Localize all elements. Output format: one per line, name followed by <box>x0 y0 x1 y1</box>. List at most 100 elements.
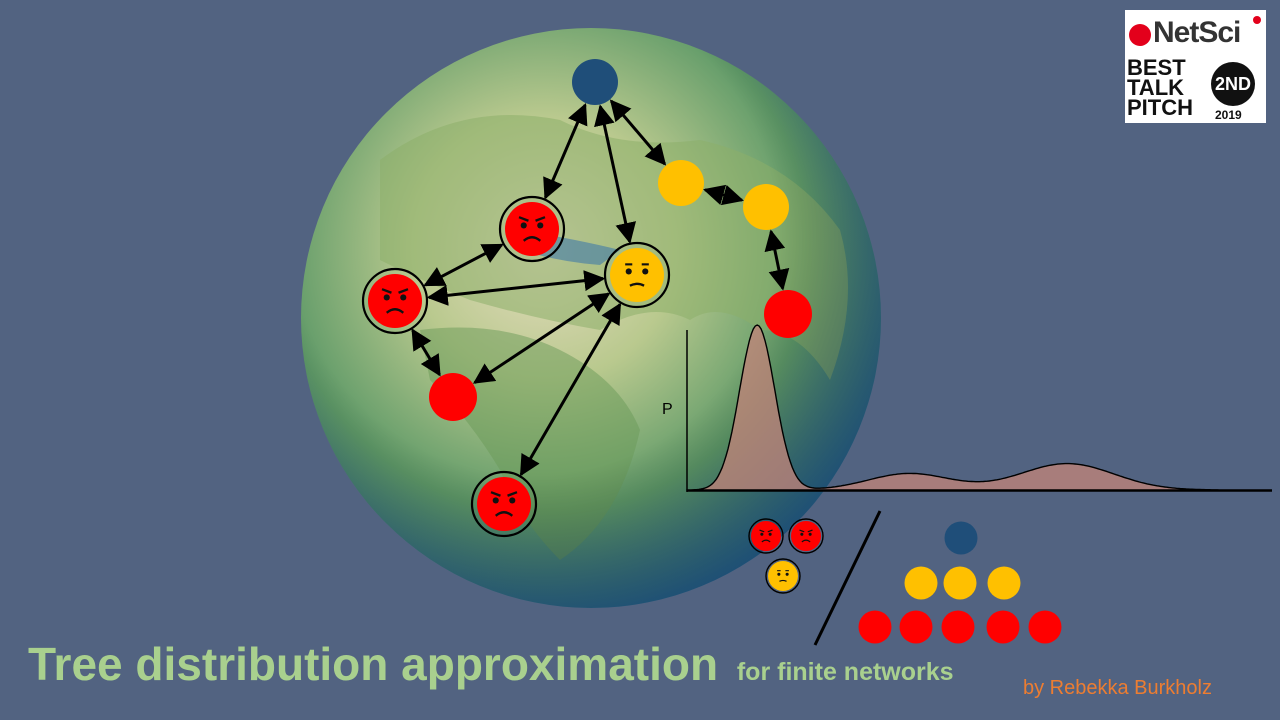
face-brow-right <box>807 529 813 533</box>
face-eye-left <box>520 222 527 229</box>
legend-node-failed-angry <box>748 518 784 554</box>
face-brow-left <box>759 529 765 533</box>
award-line-3: PITCH <box>1127 95 1193 120</box>
face-brow-right <box>535 216 546 222</box>
face-eye-right <box>537 222 544 229</box>
author-credit: by Rebekka Burkholz <box>1023 677 1212 699</box>
face-eye-left <box>777 572 781 576</box>
legend-node-failed <box>858 610 892 644</box>
legend-ring <box>748 518 784 554</box>
node-body <box>505 202 559 256</box>
edge-a-g <box>609 99 667 166</box>
distribution-plot: P <box>662 324 1272 492</box>
node-body <box>368 274 422 328</box>
face-brow-right <box>507 491 518 497</box>
separator-line <box>813 510 882 646</box>
netsci-logo: NetSci BEST TALK PITCH 2ND 2019 <box>1125 10 1266 123</box>
network-node-d <box>603 241 671 309</box>
network-node-f <box>470 470 538 538</box>
network-edges <box>411 99 790 477</box>
network-node-a <box>572 59 618 105</box>
node-body <box>610 248 664 302</box>
node-ring <box>603 241 671 309</box>
slide-title: Tree distribution approximation for fini… <box>28 636 954 700</box>
node-ring <box>498 195 566 263</box>
legend-node-failed-angry <box>788 518 824 554</box>
node-ring <box>361 267 429 335</box>
face-mouth <box>761 539 771 543</box>
legend-node-failed <box>941 610 975 644</box>
network-node-b <box>498 195 566 263</box>
logo-dot <box>1129 24 1151 46</box>
network-node-g <box>658 160 704 206</box>
face-mouth <box>801 539 811 543</box>
node-body <box>764 290 812 338</box>
legend-left-group <box>748 518 824 594</box>
logo-dot-small <box>1253 16 1261 24</box>
edge-g-h <box>703 184 744 206</box>
edge-d-f <box>519 302 622 477</box>
node-body <box>477 477 531 531</box>
edge-a-d <box>594 104 637 244</box>
edge-a-b <box>543 103 588 200</box>
legend-node-warning-worried <box>765 558 801 594</box>
legend-ring <box>765 558 801 594</box>
node-ring <box>470 470 538 538</box>
face-mouth <box>385 308 405 314</box>
legend-node-warning <box>987 566 1021 600</box>
network-nodes <box>361 59 812 538</box>
face-eye-left <box>625 268 632 275</box>
legend-ring <box>788 518 824 554</box>
edge-c-d <box>426 270 606 306</box>
title-sub: for finite networks <box>736 658 954 686</box>
edge-h-i <box>764 229 790 291</box>
legend-body <box>768 561 798 591</box>
face-eye-right <box>509 497 516 504</box>
logo-award: BEST TALK PITCH <box>1127 55 1207 120</box>
logo-year: 2019 <box>1215 108 1242 122</box>
award-line-2: TALK <box>1127 75 1185 100</box>
face-eye-right <box>808 532 812 536</box>
award-line-1: BEST <box>1127 55 1186 80</box>
legend-right-group <box>858 521 1062 644</box>
face-brow-left <box>799 529 805 533</box>
distribution-area <box>686 324 1272 491</box>
face-mouth <box>522 236 542 242</box>
face-eye-left <box>492 497 499 504</box>
node-body <box>743 184 789 230</box>
network-node-e <box>429 373 477 421</box>
node-body <box>658 160 704 206</box>
face-eye-right <box>642 268 649 275</box>
legend-node-failed <box>1028 610 1062 644</box>
node-body <box>572 59 618 105</box>
y-axis-label: P <box>662 401 673 418</box>
legend-body <box>751 521 781 551</box>
face-eye-left <box>800 532 804 536</box>
legend-node-failed <box>899 610 933 644</box>
face-eye-right <box>768 532 772 536</box>
face-mouth <box>629 282 645 287</box>
face-eye-right <box>785 572 789 576</box>
legend-body <box>791 521 821 551</box>
node-body <box>429 373 477 421</box>
legend-node-healthy <box>944 521 978 555</box>
face-eye-right <box>400 294 407 301</box>
logo-rank-badge: 2ND <box>1211 62 1255 106</box>
face-brow-right <box>398 288 409 294</box>
title-main: Tree distribution approximation <box>28 638 719 690</box>
edge-c-e <box>411 328 441 377</box>
face-brow-left <box>490 491 501 497</box>
state-legend <box>748 510 1062 646</box>
face-brow-left <box>381 288 392 294</box>
face-brow-right <box>767 529 773 533</box>
face-mouth <box>779 579 787 582</box>
legend-node-warning <box>904 566 938 600</box>
network-node-i <box>764 290 812 338</box>
logo-brand: NetSci <box>1153 16 1241 49</box>
face-mouth <box>494 511 514 517</box>
network-node-h <box>743 184 789 230</box>
legend-node-warning <box>943 566 977 600</box>
face-eye-left <box>760 532 764 536</box>
network-node-c <box>361 267 429 335</box>
